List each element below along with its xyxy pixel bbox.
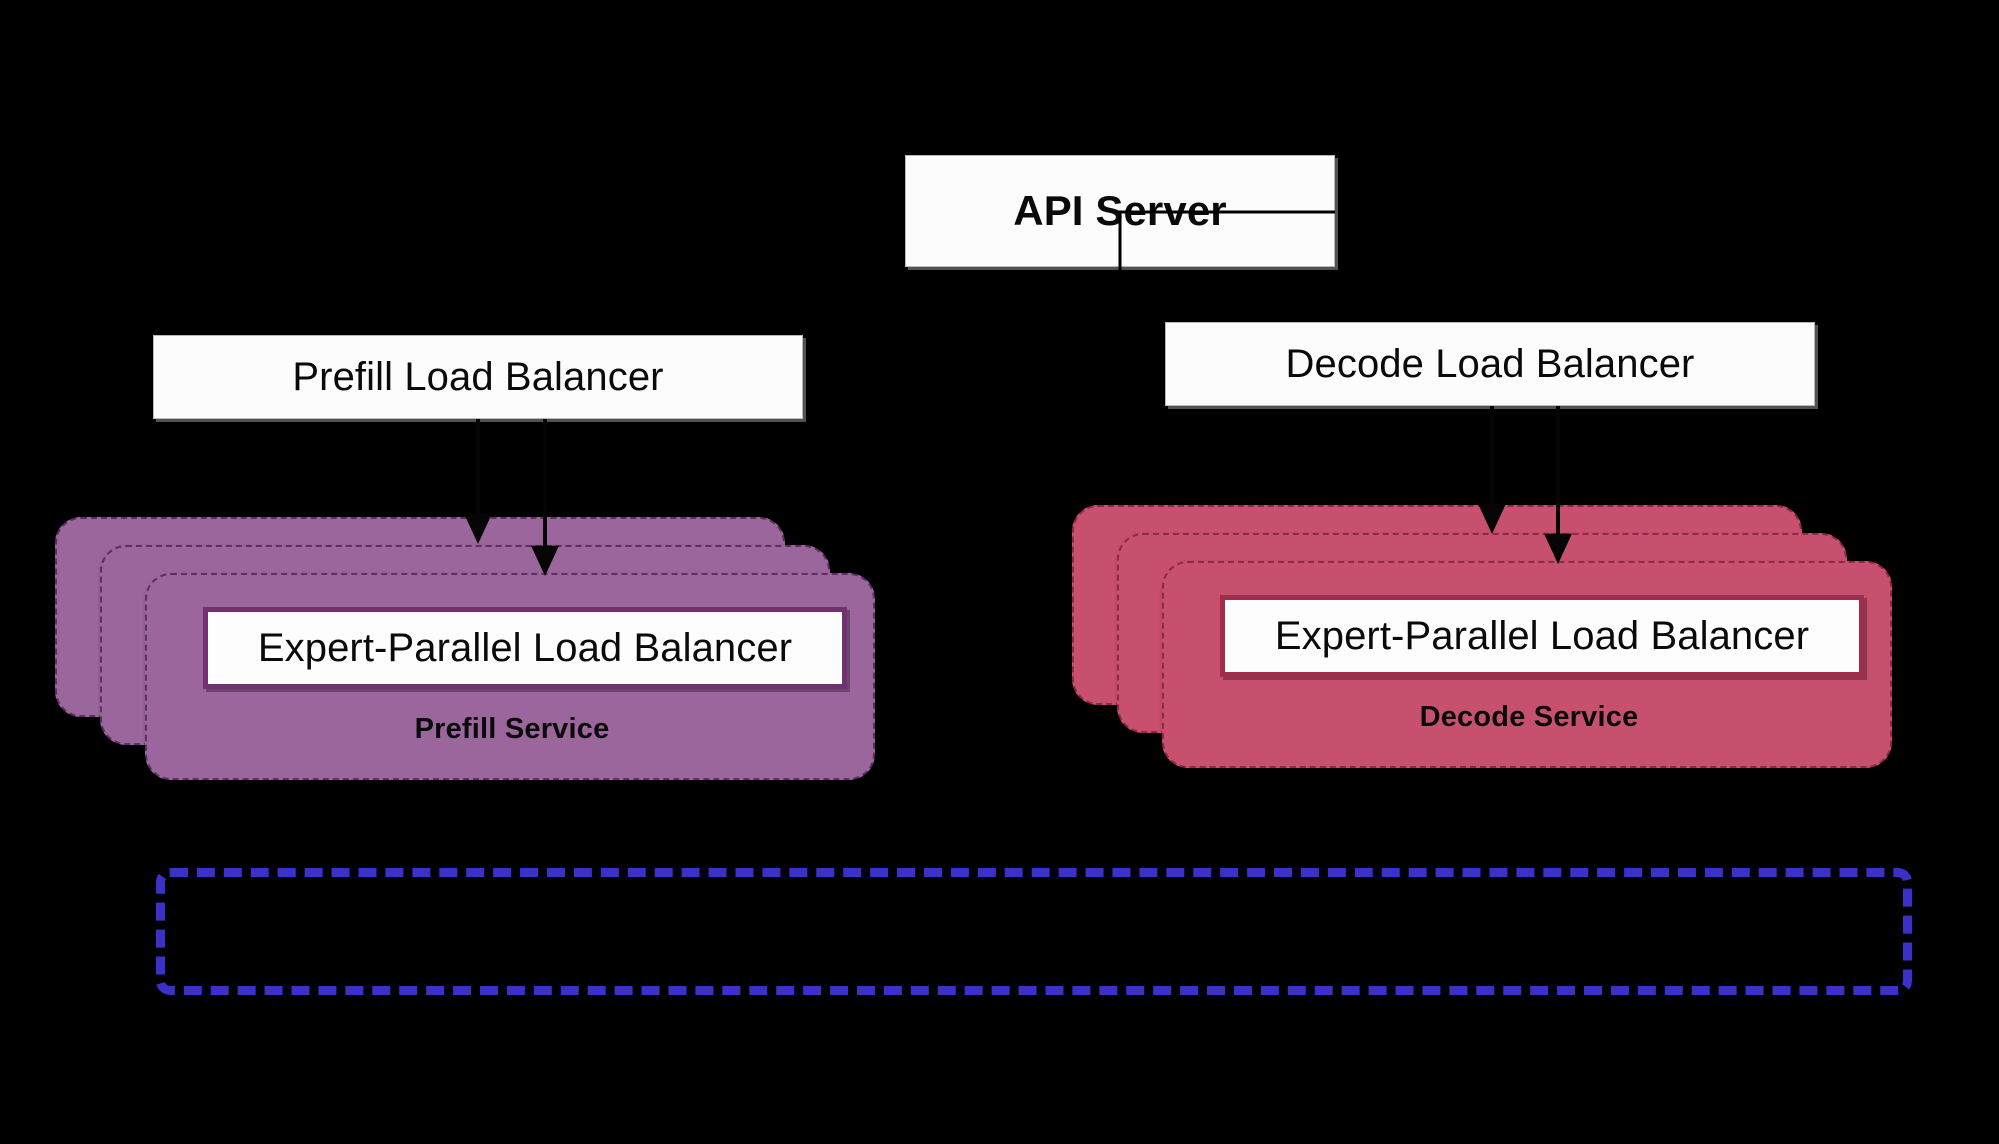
- prefill-service-caption: Prefill Service: [414, 713, 610, 745]
- decode-service-replica-1[interactable]: Expert-Parallel Load Balancer Decode Ser…: [1162, 561, 1892, 768]
- kv-transfer-container[interactable]: [156, 868, 1912, 995]
- prefill-expert-parallel-load-balancer-label: Expert-Parallel Load Balancer: [257, 625, 793, 670]
- decode-load-balancer-label: Decode Load Balancer: [1285, 342, 1695, 386]
- decode-expert-parallel-load-balancer-label: Expert-Parallel Load Balancer: [1274, 613, 1810, 658]
- decode-expert-parallel-load-balancer-box[interactable]: Expert-Parallel Load Balancer: [1220, 595, 1864, 677]
- decode-service-caption: Decode Service: [1419, 701, 1639, 733]
- prefill-service-replica-1[interactable]: Expert-Parallel Load Balancer Prefill Se…: [145, 573, 875, 780]
- prefill-expert-parallel-load-balancer-box[interactable]: Expert-Parallel Load Balancer: [203, 607, 847, 689]
- prefill-load-balancer-label: Prefill Load Balancer: [292, 355, 664, 399]
- prefill-load-balancer-node[interactable]: Prefill Load Balancer: [153, 335, 803, 419]
